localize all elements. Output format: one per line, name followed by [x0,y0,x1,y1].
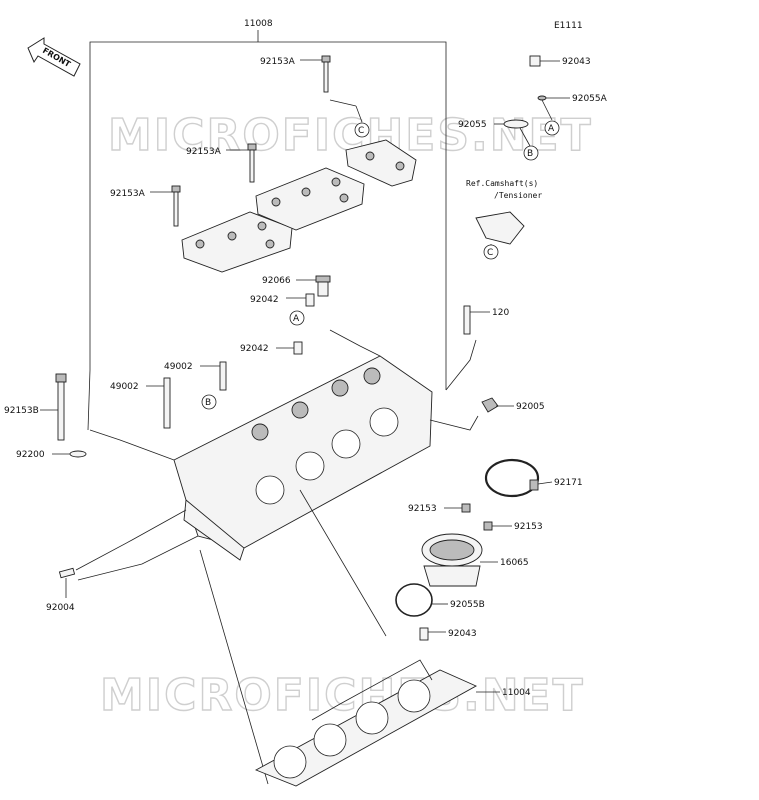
label-92171: 92171 [554,478,583,488]
label-92153-2: 92153 [514,522,543,532]
callout-a-mid: A [289,310,305,326]
head-gasket-11004 [254,669,478,787]
oring-92055b [395,583,433,617]
callout-c-top: C [354,122,370,138]
label-92153-1: 92153 [408,504,437,514]
dowel-92042-1 [305,293,315,307]
plug-92005 [481,397,499,413]
label-16065: 16065 [500,558,529,568]
label-49002-1: 49002 [164,362,193,372]
camshaft-cap-left [181,211,293,273]
dowel-92043-top [529,55,541,67]
label-92153b: 92153B [4,406,39,416]
label-92153a-1: 92153A [260,57,296,67]
dowel-92042-2 [293,341,303,355]
screw-92153-1 [461,503,471,513]
intake-holder-16065 [421,533,483,587]
callout-b-top: B [523,145,539,161]
label-92200: 92200 [16,450,45,460]
ref-note-line2: /Tensioner [494,191,542,200]
cylinder-head [173,355,433,561]
label-92055b: 92055B [450,600,485,610]
bolt-92153a-top [321,55,331,93]
svg-text:B: B [527,149,533,159]
watermark-bottom: MICROFICHES.NET [100,670,585,721]
label-92066: 92066 [262,276,291,286]
label-92153a-2: 92153A [186,147,222,157]
svg-text:A: A [548,124,555,134]
label-11008: 11008 [244,19,273,29]
stud-92004 [58,567,76,579]
guide-49002-2 [163,377,171,429]
label-92043-bottom: 92043 [448,629,477,639]
diagram-code: E1111 [554,21,583,31]
plug-92066 [315,275,331,297]
label-92043-top: 92043 [562,57,591,67]
bolt-92153b [55,373,67,441]
cylinder-head-assembly-box [87,30,447,431]
clamp-92171 [484,458,540,498]
label-92055: 92055 [458,120,487,130]
washer-92200 [69,450,87,458]
callout-c-bottom: C [483,244,499,260]
callout-b-mid: B [201,394,217,410]
label-92004: 92004 [46,603,75,613]
svg-text:C: C [487,248,493,258]
bolt-92153a-left [171,185,181,227]
label-92042-1: 92042 [250,295,279,305]
label-92005: 92005 [516,402,545,412]
ref-note-line1: Ref.Camshaft(s) [466,179,538,188]
oring-92055 [503,119,529,129]
oring-92055a [537,95,547,101]
guide-49002-1 [219,361,227,391]
tensioner-bracket [345,139,417,187]
svg-text:A: A [293,314,300,324]
camshaft-cap-right [255,167,365,231]
bolt-92153a-mid [247,143,257,183]
dowel-92043-bottom [419,627,429,641]
label-120: 120 [492,308,509,318]
label-49002-2: 49002 [110,382,139,392]
svg-text:C: C [358,126,364,136]
front-arrow-icon: FRONT [27,37,81,77]
stud-120 [463,305,471,335]
label-11004: 11004 [502,688,531,698]
tensioner-ref-part [475,211,525,245]
screw-92153-2 [483,521,493,531]
svg-text:B: B [205,398,211,408]
callout-a-top: A [544,120,560,136]
label-92153a-3: 92153A [110,189,146,199]
label-92042-2: 92042 [240,344,269,354]
label-92055a: 92055A [572,94,608,104]
